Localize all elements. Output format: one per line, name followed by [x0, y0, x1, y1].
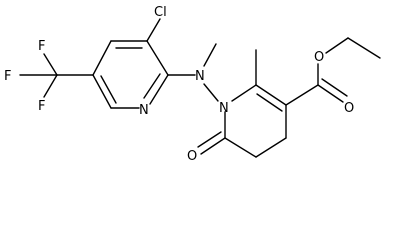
atom-f-left: F	[4, 69, 11, 84]
bond-c4-c5	[92, 40, 112, 76]
atom-f-bottom: F	[38, 99, 45, 114]
bond-c3-cl	[146, 18, 161, 42]
chemical-structure: Cl F F F N N N O O O	[4, 5, 381, 164]
bond-c4r-c5r	[255, 137, 287, 158]
bond-n-c2-inner	[143, 73, 161, 99]
atom-labels: Cl F F F N N N O O O	[4, 5, 354, 164]
bond-namine-nring	[203, 83, 219, 102]
bond-nring-c2	[231, 84, 257, 102]
bond-c5r-c6r	[224, 137, 257, 158]
bond-c5-c6	[92, 74, 112, 109]
bond-cf3-f-bottom	[43, 74, 58, 98]
bond-ch2-ch3	[347, 37, 381, 59]
atom-cl: Cl	[154, 5, 167, 20]
structure-canvas: Cl F F F N N N O O O	[4, 5, 381, 164]
atom-o-ketone: O	[187, 149, 197, 164]
bond-osingle-ch2	[325, 37, 349, 54]
atom-n-pyridine: N	[139, 103, 149, 118]
atom-f-top: F	[38, 39, 45, 54]
bond-c6r-oketone-2	[197, 131, 222, 148]
bond-cester-odouble-2	[321, 78, 348, 97]
bond-c5-c6-inner	[100, 75, 117, 104]
bond-c6r-oketone	[200, 137, 226, 155]
bond-cf3-f-top	[43, 53, 58, 76]
bond-n-c2	[149, 74, 169, 105]
bond-lines	[19, 18, 381, 158]
bond-cester-odouble	[317, 84, 344, 103]
bond-c3r-cester	[285, 84, 319, 106]
bond-c2-c3	[146, 40, 169, 76]
atom-n-ring: N	[219, 101, 229, 116]
atom-n-amine: N	[195, 69, 205, 84]
bond-c2-c3r	[255, 84, 287, 106]
bond-namine-methyl	[203, 43, 217, 67]
bond-c2-c3r-inner	[256, 93, 283, 112]
atom-o-ester-single: O	[314, 50, 324, 65]
atom-o-ester-double: O	[344, 101, 354, 116]
